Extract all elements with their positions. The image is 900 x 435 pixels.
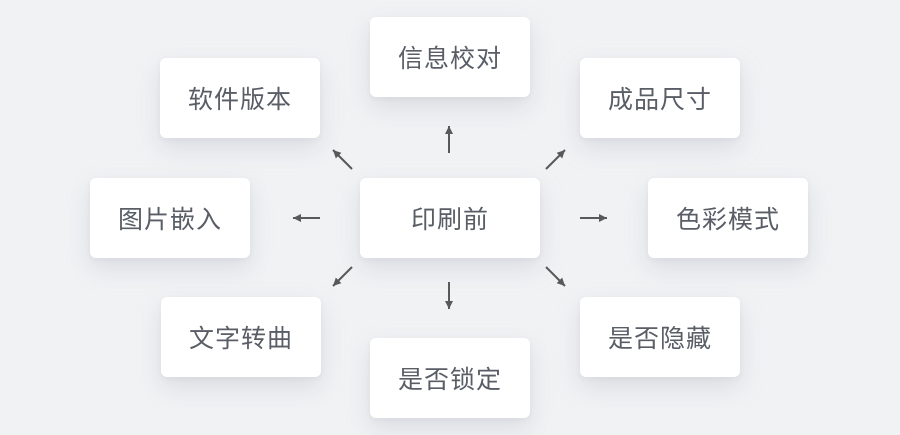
node-pre-press-label: 印刷前 xyxy=(410,206,489,234)
node-info-proofread-label: 信息校对 xyxy=(397,45,502,73)
node-lock-status: 是否锁定 xyxy=(370,338,530,418)
node-software-version-label: 软件版本 xyxy=(187,86,292,114)
node-color-mode-label: 色彩模式 xyxy=(675,206,780,234)
node-image-embed-label: 图片嵌入 xyxy=(117,206,222,234)
node-hide-status-label: 是否隐藏 xyxy=(607,325,712,353)
arrow-down-left-icon xyxy=(332,266,353,287)
node-hide-status: 是否隐藏 xyxy=(580,297,740,377)
node-text-to-outline-label: 文字转曲 xyxy=(188,325,293,353)
node-lock-status-label: 是否锁定 xyxy=(397,366,502,394)
node-image-embed: 图片嵌入 xyxy=(90,178,250,258)
arrow-down-right-icon xyxy=(545,266,566,287)
node-text-to-outline: 文字转曲 xyxy=(161,297,321,377)
node-software-version: 软件版本 xyxy=(160,58,320,138)
node-finished-size-label: 成品尺寸 xyxy=(607,86,712,114)
node-color-mode: 色彩模式 xyxy=(648,178,808,258)
arrow-up-right-icon xyxy=(545,149,566,170)
node-info-proofread: 信息校对 xyxy=(370,17,530,97)
node-pre-press: 印刷前 xyxy=(360,178,540,258)
arrow-up-left-icon xyxy=(332,149,353,170)
node-finished-size: 成品尺寸 xyxy=(580,58,740,138)
